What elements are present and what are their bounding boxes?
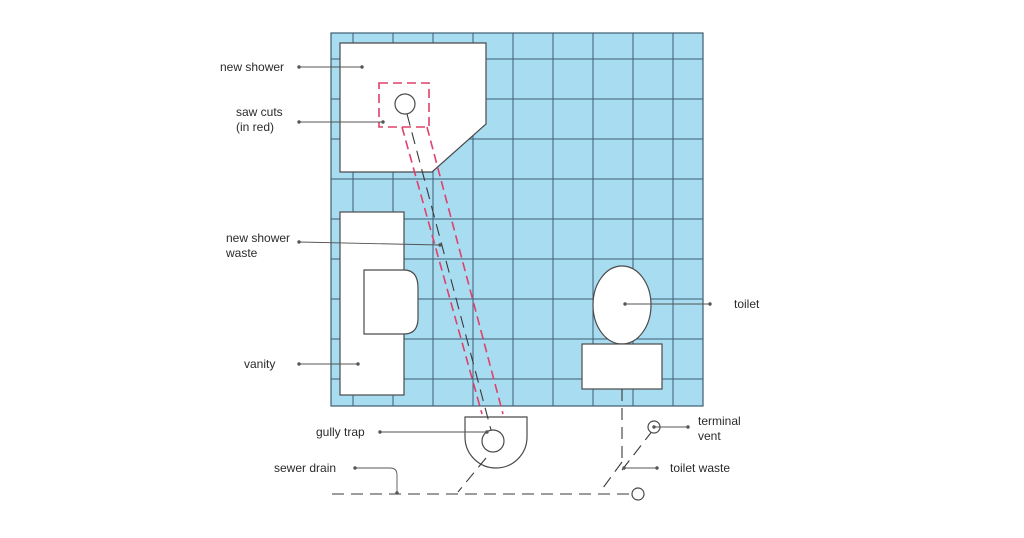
label-vanity-text: vanity	[244, 357, 276, 371]
leader-dot	[297, 65, 301, 69]
leader-dot	[381, 120, 385, 124]
leader-dot	[395, 491, 399, 495]
vanity-basin	[363, 269, 419, 335]
leader-dot	[297, 120, 301, 124]
label-new-shower-waste-line1: new shower	[226, 231, 291, 245]
new-shower-waste-pipe	[406, 113, 492, 431]
label-terminal-vent-line1: terminal	[698, 414, 741, 428]
vanity-fixture	[339, 211, 419, 396]
label-sewer-drain: sewer drain	[274, 461, 336, 476]
label-toilet: toilet	[734, 297, 759, 312]
leader-dot	[438, 243, 442, 247]
label-new-shower-text: new shower	[220, 60, 285, 74]
gully-trap-fixture	[464, 416, 528, 469]
label-saw-cuts: saw cuts (in red)	[236, 105, 283, 135]
drain-pipes	[332, 113, 654, 495]
label-sewer-drain-text: sewer drain	[274, 461, 337, 475]
leader-new-shower-waste	[298, 241, 441, 246]
saw-cut-trench-right	[426, 126, 504, 415]
label-terminal-vent-line2: vent	[698, 429, 721, 443]
terminal-vent-pipe	[621, 429, 654, 471]
leader-dot	[708, 302, 712, 306]
label-saw-cuts-line1: saw cuts	[236, 105, 283, 119]
gully-trap-inlet	[481, 429, 505, 453]
toilet-bowl	[592, 265, 652, 345]
saw-cuts	[378, 82, 504, 415]
label-terminal-vent: terminal vent	[698, 414, 741, 444]
leader-dot	[623, 302, 627, 306]
leader-dots	[297, 65, 712, 495]
saw-cut-trench-left	[401, 126, 483, 415]
saw-cut-shower-outlet	[378, 82, 430, 128]
toilet-cistern	[581, 343, 663, 390]
leader-dot	[353, 466, 357, 470]
leader-dot	[686, 425, 690, 429]
shower-drain-icon	[394, 93, 416, 115]
label-new-shower-waste-line2: waste	[226, 246, 258, 260]
label-vanity: vanity	[244, 357, 275, 372]
label-toilet-waste: toilet waste	[670, 461, 730, 476]
toilet-waste-branch	[599, 461, 623, 493]
leader-dot	[652, 425, 656, 429]
label-gully-trap: gully trap	[316, 425, 365, 440]
leader-dot	[622, 466, 626, 470]
leader-dot	[360, 65, 364, 69]
leader-dot	[297, 240, 301, 244]
toilet-fixture	[581, 265, 663, 390]
label-gully-trap-text: gully trap	[316, 425, 365, 439]
leader-dot	[356, 362, 360, 366]
label-toilet-text: toilet	[734, 297, 760, 311]
sewer-drain-end-icon	[631, 487, 645, 501]
label-new-shower: new shower	[220, 60, 284, 75]
label-new-shower-waste: new shower waste	[226, 231, 290, 261]
leader-lines	[298, 66, 710, 493]
leader-dot	[485, 430, 489, 434]
gully-to-sewer-pipe	[457, 457, 487, 493]
leader-dot	[655, 466, 659, 470]
label-toilet-waste-text: toilet waste	[670, 461, 731, 475]
leader-sewer-drain	[355, 467, 398, 493]
leader-dot	[297, 362, 301, 366]
leader-dot	[378, 430, 382, 434]
label-saw-cuts-line2: (in red)	[236, 120, 275, 134]
